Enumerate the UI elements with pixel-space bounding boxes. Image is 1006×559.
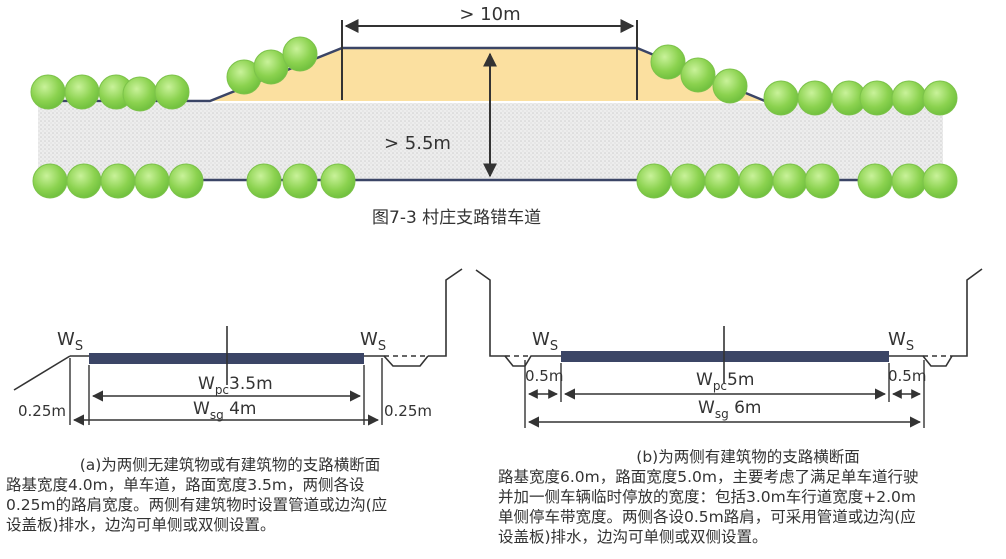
tree-icon — [282, 163, 318, 199]
tree-icon — [650, 44, 686, 80]
section-b-line-1: 路基宽度6.0m，路面宽度5.0m，主要考虑了满足单车道行驶 — [498, 468, 919, 486]
section-a-line-1: 路基宽度4.0m，单车道，路面宽度3.5m，两侧各设 — [6, 476, 365, 494]
section-a-ws-right-label: WS — [360, 329, 386, 354]
tree-icon — [804, 163, 840, 199]
section-a-line-2: 0.25m的路肩宽度。两侧有建筑物时设置管道或边沟(应 — [6, 496, 388, 514]
section-b-line-3: 单侧停车带宽度。两侧各设0.5m路肩，可采用管道或边沟(应 — [498, 508, 916, 526]
section-b-shoulder-right-label: 0.5m — [888, 367, 926, 385]
tree-icon — [246, 163, 282, 199]
figure-caption: 图7-3 村庄支路错车道 — [372, 208, 542, 228]
section-a-slope-left — [13, 355, 71, 391]
tree-row — [30, 36, 958, 199]
section-b-cross-section: WS WS Wpc5m Wsg 6m 0.5m 0.5m — [475, 268, 983, 428]
bay-height-label: > 5.5m — [384, 133, 451, 154]
tree-icon — [100, 163, 136, 199]
section-a-description: (a)为两侧无建筑物或有建筑物的支路横断面 路基宽度4.0m，单车道，路面宽度3… — [6, 455, 454, 535]
section-b-wall-left — [475, 269, 505, 357]
section-b-line-4: 设盖板)排水，边沟可单侧或双侧设置。 — [498, 528, 768, 546]
tree-icon — [154, 74, 190, 110]
tree-icon — [30, 74, 66, 110]
bay-width-label: > 10m — [459, 4, 520, 25]
section-a-shoulder-left-label: 0.25m — [18, 402, 66, 420]
section-b-shoulder-left-label: 0.5m — [525, 367, 563, 385]
section-b-line-2: 并加一侧车辆临时停放的宽度：包括3.0m车行道宽度+2.0m — [498, 488, 916, 506]
section-b-pavement — [561, 351, 889, 362]
tree-icon — [64, 74, 100, 110]
section-a-ws-left-label: WS — [57, 329, 83, 354]
section-b-ditch-right — [889, 355, 953, 367]
tree-icon — [797, 80, 833, 116]
section-b-description: (b)为两侧有建筑物的支路横断面 路基宽度6.0m，路面宽度5.0m，主要考虑了… — [498, 447, 998, 547]
section-b-wpc-label: Wpc5m — [696, 370, 754, 393]
tree-icon — [922, 163, 958, 199]
section-b-ws-right-label: WS — [888, 329, 914, 354]
section-b-wall-right — [952, 268, 983, 357]
tree-icon — [712, 68, 748, 104]
section-a-wpc-label: Wpc3.5m — [198, 374, 273, 397]
tree-icon — [857, 163, 893, 199]
tree-icon — [704, 163, 740, 199]
tree-icon — [670, 163, 706, 199]
section-a-title: (a)为两侧无建筑物或有建筑物的支路横断面 — [79, 456, 381, 474]
section-b-title: (b)为两侧有建筑物的支路横断面 — [636, 448, 860, 466]
tree-icon — [134, 163, 170, 199]
passing-bay-plan: > 10m > 5.5m — [30, 4, 958, 199]
section-a-wsg-label: Wsg 4m — [193, 399, 256, 422]
tree-icon — [636, 163, 672, 199]
tree-icon — [66, 163, 102, 199]
tree-icon — [763, 80, 799, 116]
tree-icon — [320, 163, 356, 199]
tree-icon — [168, 163, 204, 199]
tree-icon — [282, 36, 318, 72]
section-a-wall-right — [428, 268, 463, 357]
tree-icon — [122, 76, 158, 112]
tree-icon — [922, 80, 958, 116]
tree-icon — [772, 163, 808, 199]
section-a-shoulder-right-label: 0.25m — [384, 402, 432, 420]
section-a-line-3: 设盖板)排水，边沟可单侧或双侧设置。 — [6, 516, 276, 534]
section-a-cross-section: WS WS Wpc3.5m Wsg 4m 0.25m 0.25m — [13, 268, 463, 426]
tree-icon — [680, 57, 716, 93]
tree-icon — [891, 80, 927, 116]
section-b-ws-left-label: WS — [532, 329, 558, 354]
tree-icon — [32, 163, 68, 199]
tree-icon — [253, 49, 289, 85]
tree-icon — [891, 163, 927, 199]
section-b-ditch-left — [504, 355, 561, 367]
section-b-wsg-label: Wsg 6m — [698, 398, 761, 421]
tree-icon — [738, 163, 774, 199]
tree-icon — [859, 80, 895, 116]
section-a-ditch-right — [364, 355, 429, 367]
